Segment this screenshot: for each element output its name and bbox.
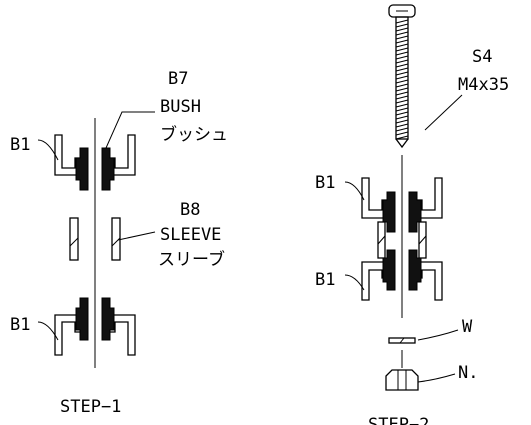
step1-bottom-bush-b7	[75, 297, 115, 341]
n-leader-line	[417, 373, 456, 383]
s4-leader-line	[424, 94, 463, 131]
step2-assembly	[344, 4, 463, 391]
b7-leader-line	[105, 111, 155, 149]
step1-assembly	[37, 111, 156, 368]
step2-top-bush-b7	[382, 191, 422, 233]
b8-leader-line	[117, 231, 156, 241]
label-sleeve-jp: スリーブ	[158, 249, 225, 270]
b1-leader-bottom-step2	[344, 274, 365, 291]
label-b1-step2-bottom: B1	[315, 270, 335, 290]
step2-bottom-bush-b7	[382, 249, 422, 291]
step1-sleeves-b8	[69, 217, 121, 261]
label-bush-jp: ブッシュ	[160, 124, 228, 145]
label-n: N.	[458, 363, 478, 383]
nut-n	[385, 369, 419, 391]
step2-top-bracket-b1	[361, 177, 443, 219]
label-step1: STEP−1	[60, 397, 121, 417]
w-leader-line	[417, 329, 459, 341]
label-sleeve-en: SLEEVE	[160, 225, 221, 245]
label-s4: S4	[472, 47, 492, 67]
b1-leader-bottom-step1	[37, 321, 59, 341]
label-b7: B7	[168, 69, 188, 89]
washer-w	[388, 337, 416, 344]
label-b8: B8	[180, 200, 200, 220]
label-b1-step1-top: B1	[10, 135, 30, 155]
screw-s4	[388, 4, 416, 149]
step1-bottom-bracket-b1	[54, 314, 136, 356]
label-w: W	[462, 317, 473, 337]
step1-top-bush-b7	[75, 147, 115, 191]
step1-top-bracket-b1	[54, 134, 136, 176]
step2-bottom-bracket-b1	[361, 261, 443, 301]
step2-sleeves-b8	[377, 221, 427, 259]
b1-leader-top-step1	[37, 139, 59, 161]
label-b1-step1-bottom: B1	[10, 315, 30, 335]
label-s4-size: M4x35	[458, 75, 509, 95]
label-step2: STEP−2	[368, 415, 429, 425]
b1-leader-top-step2	[344, 181, 365, 201]
label-b1-step2-top: B1	[315, 173, 335, 193]
label-bush-en: BUSH	[160, 97, 201, 117]
